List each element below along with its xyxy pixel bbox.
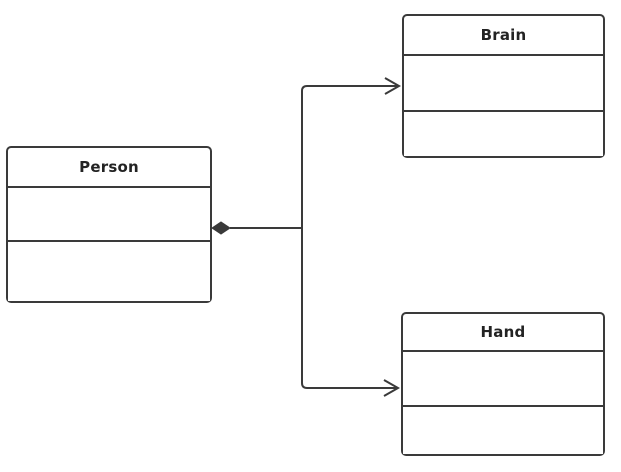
relationship-person-hand[interactable] (301, 228, 401, 397)
uml-class-person[interactable]: Person (6, 146, 212, 303)
uml-class-hand-operations (403, 407, 603, 454)
uml-class-brain-operations (404, 112, 603, 156)
uml-class-brain-attributes (404, 56, 603, 112)
relationship-person-brain-line (230, 85, 397, 229)
composition-diamond-icon (211, 221, 231, 235)
relationship-person-brain-arrowhead-icon (384, 77, 402, 95)
uml-class-person-title: Person (8, 148, 210, 188)
uml-class-brain[interactable]: Brain (402, 14, 605, 158)
uml-class-hand[interactable]: Hand (401, 312, 605, 456)
uml-class-hand-attributes (403, 352, 603, 407)
relationship-person-brain[interactable] (230, 77, 402, 229)
uml-class-hand-title: Hand (403, 314, 603, 352)
uml-class-person-attributes (8, 188, 210, 242)
relationship-person-hand-arrowhead-icon (383, 379, 401, 397)
uml-class-brain-title: Brain (404, 16, 603, 56)
uml-class-person-operations (8, 242, 210, 301)
relationship-person-hand-line (301, 228, 396, 389)
